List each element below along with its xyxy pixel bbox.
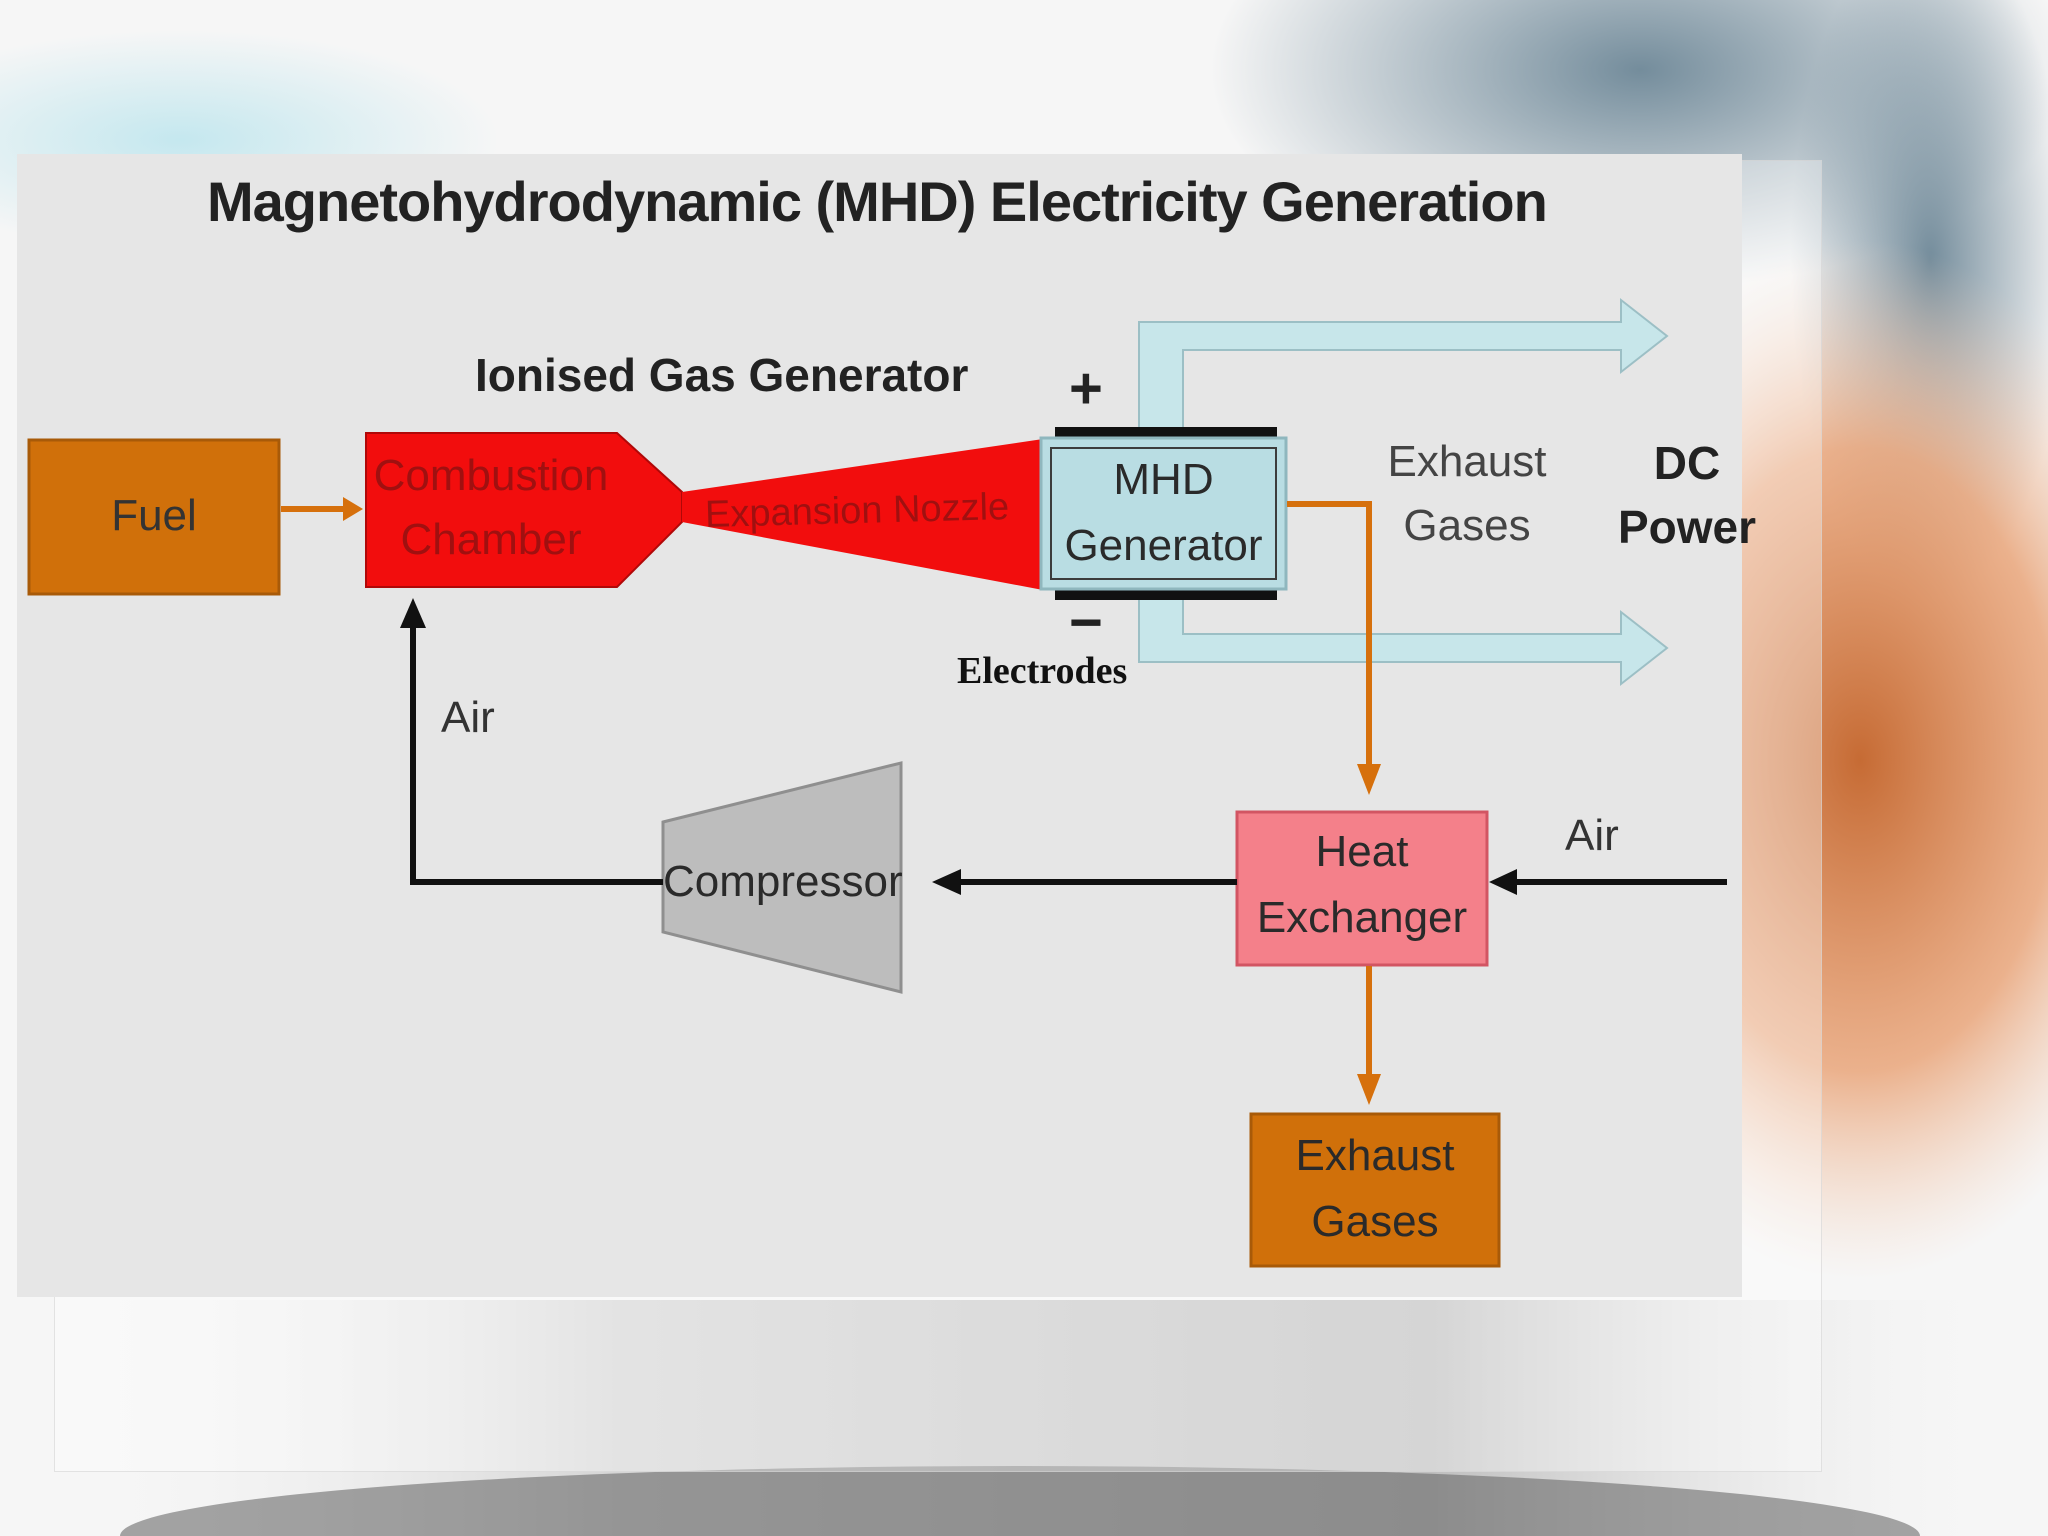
diagram-panel: Magnetohydrodynamic (MHD) Electricity Ge… <box>17 154 1756 1297</box>
diagram-canvas <box>27 297 1727 1268</box>
negative-electrode <box>1055 589 1277 600</box>
incoming-air-arrowhead <box>1489 869 1517 895</box>
dc-power-arrow <box>1138 297 1669 687</box>
dc-power-label-line1: DC <box>1653 437 1721 489</box>
fuel-box <box>27 438 281 596</box>
exhaust-gases-flow-label-line1: Exhaust <box>1387 437 1547 486</box>
expansion-nozzle-label: Expansion Nozzle <box>704 486 1010 536</box>
mhd-generator-label-line1: MHD <box>1113 455 1214 504</box>
electrodes-label: Electrodes <box>957 650 1128 692</box>
combustion-chamber-label-line2: Chamber <box>400 515 582 564</box>
mhd-generator-inner <box>1050 447 1277 580</box>
positive-terminal-label: + <box>1069 356 1103 421</box>
exhaust-gases-box-label-line1: Exhaust <box>1295 1131 1455 1180</box>
heat-exchanger-label-line1: Heat <box>1315 827 1409 876</box>
compressor-shape <box>661 761 903 994</box>
exhaust-gases-box-label-line2: Gases <box>1311 1197 1439 1246</box>
compressor-inlet-arrowhead <box>932 869 961 895</box>
mhd-generator-label-line2: Generator <box>1064 521 1263 570</box>
heat-exchanger-box <box>1235 810 1489 967</box>
compressor-label: Compressor <box>663 857 903 906</box>
combustion-air-inlet-arrowhead <box>400 598 426 628</box>
combustion-chamber-label-line1: Combustion <box>373 451 609 500</box>
heat-exchanger-inlet-arrowhead <box>1357 764 1381 795</box>
air-label-left: Air <box>441 693 495 742</box>
mhd-generator-outer <box>1039 436 1288 591</box>
mhd-to-heat-exchanger-flow <box>1287 501 1372 774</box>
fuel-label: Fuel <box>111 491 197 540</box>
exhaust-gases-flow-label-line2: Gases <box>1403 501 1531 550</box>
dc-power-label-line2: Power <box>1617 501 1757 553</box>
exhaust-gases-box <box>1249 1112 1501 1268</box>
expansion-nozzle-shape <box>682 439 1043 590</box>
positive-electrode <box>1055 427 1277 438</box>
exhaust-arrowhead <box>1357 1074 1381 1105</box>
ionised-gas-generator-label: Ionised Gas Generator <box>475 349 969 401</box>
compressor-to-combustion-air-line <box>410 614 663 885</box>
heat-exchanger-label-line2: Exchanger <box>1256 893 1468 942</box>
diagram-title: Magnetohydrodynamic (MHD) Electricity Ge… <box>207 170 1548 233</box>
air-label-right: Air <box>1565 811 1619 860</box>
negative-terminal-label: − <box>1069 590 1103 655</box>
fuel-arrowhead <box>343 497 363 521</box>
